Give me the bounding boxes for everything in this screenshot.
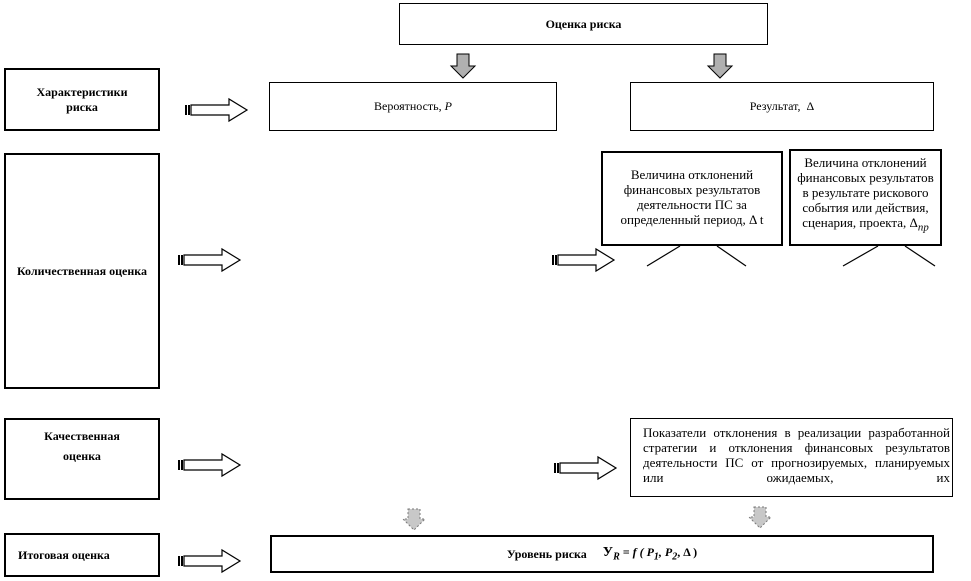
qualitative-label: Качественная оценка — [44, 429, 120, 463]
risk-assessment-box: Оценка риска — [399, 3, 768, 45]
final-label: Итоговая оценка — [18, 547, 110, 562]
deviation-event-text: Величина отклонений финансовых результат… — [797, 155, 934, 230]
probability-symbol: P — [444, 99, 452, 113]
right-arrow-icon-quantitative — [177, 248, 241, 272]
down-arrow-icon-result — [707, 53, 733, 79]
deviation-period-symbol: Δ t — [748, 212, 764, 227]
right-arrow-icon-characteristics — [184, 98, 248, 122]
quantitative-label: Количественная оценка — [16, 264, 148, 278]
down-arrow-icon-probability — [450, 53, 476, 79]
deviation-event-box: Величина отклонений финансовых результат… — [789, 149, 942, 246]
deviation-period-box: Величина отклонений финансовых результат… — [601, 151, 783, 246]
deviation-event-subscript: пр — [917, 221, 929, 234]
right-arrow-icon-qualitative-detail — [553, 456, 617, 480]
right-arrow-icon-quantitative-detail — [551, 248, 615, 272]
risk-assessment-title: Оценка риска — [545, 16, 622, 31]
probability-box: Вероятность, P — [269, 82, 557, 131]
characteristics-box: Характеристики риска — [4, 68, 160, 131]
risk-level-label: Уровень риска — [506, 546, 587, 561]
deviation-period-text: Величина отклонений финансовых результат… — [620, 167, 761, 227]
quantitative-box: Количественная оценка — [4, 153, 160, 389]
qualitative-indicators-box: Показатели отклонения в реализации разра… — [630, 418, 953, 497]
probability-text: Вероятность, P — [374, 99, 452, 113]
result-text: Результат, Δ — [749, 99, 815, 113]
risk-level-formula: УR = f ( P1, P2, Δ ) — [602, 545, 698, 563]
branch-lines — [646, 245, 936, 267]
risk-level-box: Уровень риска УR = f ( P1, P2, Δ ) — [270, 535, 934, 573]
deviation-event-symbol: Δпр — [909, 215, 929, 234]
qualitative-box: Качественная оценка — [4, 418, 160, 500]
down-arrow-icon-final-right — [748, 506, 772, 529]
qualitative-indicators-text: Показатели отклонения в реализации разра… — [643, 425, 950, 485]
down-arrow-icon-final-left — [402, 508, 426, 531]
characteristics-label: Характеристики риска — [36, 84, 128, 114]
result-symbol: Δ — [806, 99, 815, 113]
right-arrow-icon-final — [177, 549, 241, 573]
right-arrow-icon-qualitative — [177, 453, 241, 477]
final-box: Итоговая оценка — [4, 533, 160, 577]
result-box: Результат, Δ — [630, 82, 934, 131]
